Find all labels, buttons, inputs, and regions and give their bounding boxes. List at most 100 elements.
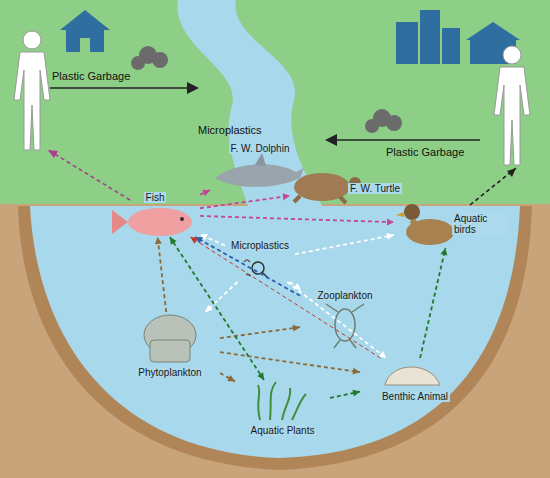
food-chain-arrow — [200, 193, 290, 208]
arrow-head — [387, 218, 394, 225]
human-exposure-arrow — [48, 150, 516, 205]
organism-node: F. W. Dolphin — [210, 143, 310, 193]
organism-node: F. W. Turtle — [290, 168, 402, 208]
duck-icon — [396, 204, 454, 245]
node-label: Aquatic Plants — [249, 425, 317, 436]
garbage-bag-icon — [131, 56, 145, 70]
arrow-head — [170, 237, 177, 245]
food-chain-arrow — [220, 373, 235, 381]
food-chain-arrow — [295, 233, 394, 254]
garbage-arrow — [328, 139, 480, 141]
food-chain-arrow — [190, 237, 380, 358]
connector-line — [220, 352, 360, 372]
land — [0, 0, 550, 206]
connector-line — [190, 237, 380, 358]
duck-icon — [396, 212, 404, 217]
arrow-head — [283, 193, 290, 200]
city-icon — [442, 28, 460, 64]
zooplankton-icon — [326, 304, 364, 348]
aquatic-plants-icon — [258, 382, 306, 420]
fish-icon — [180, 217, 184, 221]
dolphin-icon — [255, 153, 266, 166]
organism-node: Zooplankton — [300, 290, 390, 352]
food-chain-arrow — [200, 216, 394, 226]
human-figure — [23, 31, 41, 49]
organism-node: Fish — [110, 192, 200, 237]
benthic-animal-icon — [385, 367, 440, 385]
food-chain-arrow — [330, 390, 360, 398]
arrow-head — [202, 190, 210, 196]
organism-node: Phytoplankton — [120, 312, 220, 378]
food-chain-arrow — [420, 248, 447, 358]
human-figure — [14, 31, 530, 165]
water-body — [30, 206, 520, 458]
river — [177, 0, 322, 206]
soil — [0, 204, 550, 478]
node-label: Fish — [144, 192, 167, 203]
node-label: Phytoplankton — [136, 367, 203, 378]
human-figure — [14, 52, 50, 150]
node-label: Benthic Animal — [380, 391, 450, 402]
food-chain-arrow — [205, 282, 237, 312]
arrow-head — [353, 368, 360, 375]
arrow-head — [293, 283, 301, 290]
dolphin-icon — [215, 164, 304, 187]
arrow-head — [190, 237, 198, 244]
food-chain-arrow — [220, 325, 300, 338]
arrow-head — [293, 325, 300, 332]
dolphin-icon — [215, 153, 304, 187]
organism-node: Aquatic birds — [394, 200, 508, 248]
city-icon — [420, 10, 440, 64]
benthic-animal-icon — [385, 367, 440, 385]
soil — [18, 206, 532, 470]
human-exposure-arrow — [470, 168, 516, 205]
food-chain-arrow — [155, 237, 166, 312]
soil — [0, 204, 550, 478]
connector-line — [205, 282, 237, 312]
duck-icon — [412, 220, 418, 228]
arrow-head — [200, 234, 208, 240]
connector-line — [200, 234, 225, 245]
connector-line — [200, 190, 210, 194]
human-exposure-head — [507, 168, 516, 177]
food-chain-arrow — [220, 352, 360, 374]
node-label: Aquatic birds — [452, 213, 508, 235]
node-label: F. W. Turtle — [348, 183, 402, 194]
duck-icon — [404, 204, 420, 220]
garbage-bag-icon — [152, 52, 168, 68]
connector-line — [200, 216, 394, 222]
food-chain-arrow — [170, 237, 264, 380]
arrow-head — [227, 375, 235, 381]
fish-icon — [128, 208, 192, 236]
organism-node: Aquatic Plants — [235, 380, 330, 436]
connector-line — [158, 237, 167, 312]
text-label: Plastic Garbage — [50, 70, 132, 82]
connector-line — [420, 248, 445, 358]
node-label: Zooplankton — [315, 290, 374, 301]
aquatic-plants-icon — [258, 382, 306, 420]
arrow-head — [257, 372, 264, 380]
duck-icon — [406, 219, 454, 245]
garbage-arrow — [50, 88, 480, 140]
city-icon — [466, 22, 520, 40]
connector-line — [287, 282, 386, 358]
fish-icon — [112, 208, 192, 236]
connector-line — [200, 196, 290, 208]
connector-line — [330, 392, 360, 398]
house-icon — [60, 10, 110, 52]
connector-line — [290, 282, 301, 290]
microplastics-icon — [244, 260, 268, 278]
garbage-arrow — [50, 87, 196, 89]
organism-node: Microplastics — [225, 240, 295, 282]
food-chain-arrow — [200, 234, 225, 245]
node-label: F. W. Dolphin — [229, 143, 292, 154]
phytoplankton-icon — [150, 340, 190, 362]
organism-node: Benthic Animal — [360, 358, 470, 402]
arrow-head — [155, 237, 162, 244]
arrow-head — [205, 305, 213, 312]
garbage-bag-icon — [386, 115, 402, 131]
microplastics-icon — [244, 260, 251, 276]
arrow-head — [386, 233, 394, 240]
microplastics-icon — [262, 272, 268, 278]
arrow-head — [379, 351, 387, 358]
